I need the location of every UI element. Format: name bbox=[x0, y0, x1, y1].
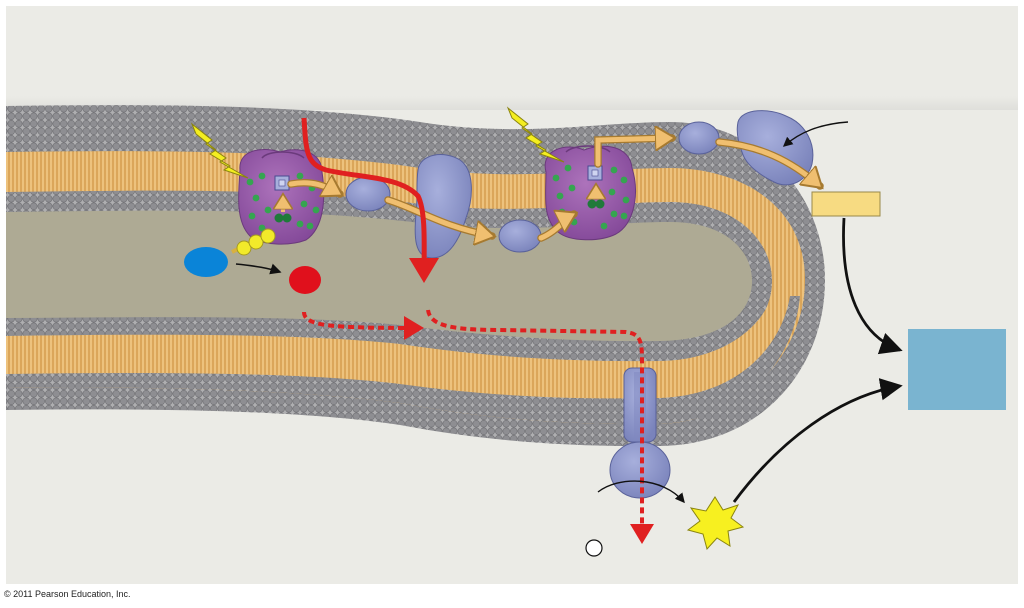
water-molecule bbox=[184, 247, 228, 277]
lower-phospholipid-head-layer bbox=[6, 296, 800, 425]
proton-flow-arrow bbox=[301, 117, 440, 283]
ferredoxin-carrier bbox=[678, 121, 720, 155]
proton-molecule bbox=[289, 266, 321, 294]
reaction-arrow bbox=[782, 121, 849, 147]
atp-to-cycle-arrow bbox=[732, 378, 903, 503]
calvin-cycle-box bbox=[908, 329, 1006, 410]
lower-lipid-tail-layer bbox=[6, 296, 790, 399]
electron-ball bbox=[260, 228, 276, 244]
electron-ball bbox=[248, 234, 264, 250]
light-bolt-icon bbox=[190, 122, 249, 179]
plastocyanin-carrier bbox=[498, 219, 542, 253]
proton-gradient-arrow bbox=[302, 311, 424, 340]
photosystem-complex-icon bbox=[238, 148, 325, 245]
electron-flow-arrows bbox=[288, 138, 820, 238]
panel-shading bbox=[6, 96, 1018, 110]
proton-channel-arrow bbox=[426, 309, 654, 544]
electron-ball bbox=[236, 240, 252, 256]
starburst-icon bbox=[686, 496, 745, 551]
nadph-to-cycle-arrow bbox=[842, 217, 903, 355]
product-label-box bbox=[811, 191, 881, 217]
light-bolt-icon bbox=[506, 106, 565, 163]
copyright-text: © 2011 Pearson Education, Inc. bbox=[4, 589, 131, 599]
splitting-arrow bbox=[235, 263, 282, 275]
phosphate-circle bbox=[585, 539, 603, 557]
atp-synthesis-arrow bbox=[597, 480, 685, 504]
thylakoid-lumen bbox=[6, 210, 752, 342]
